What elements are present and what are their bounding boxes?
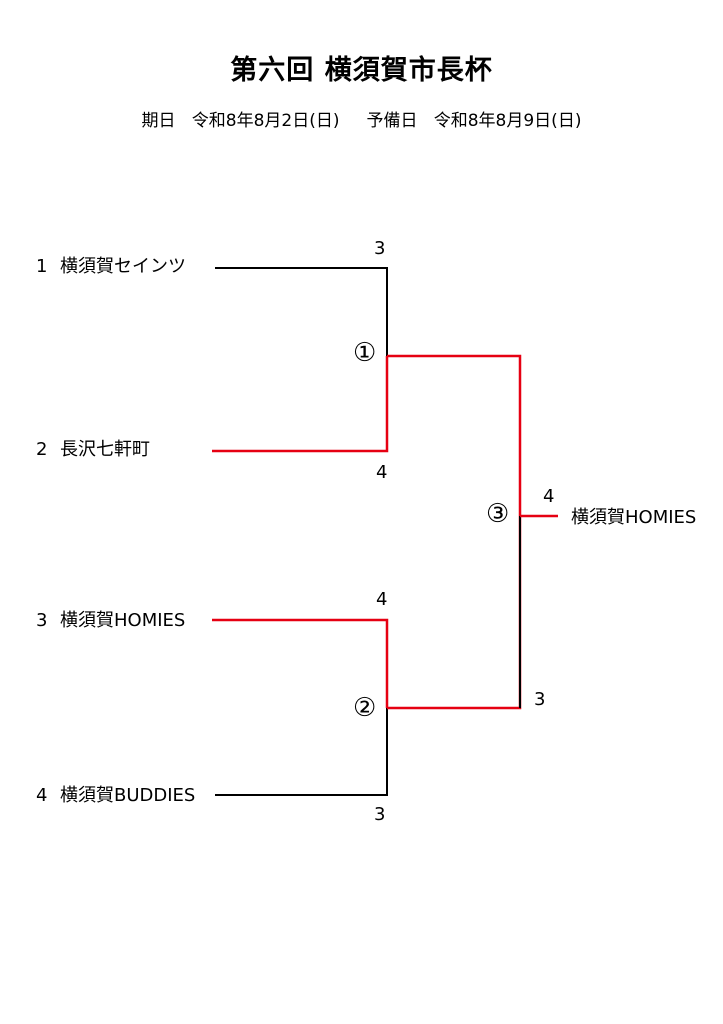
bracket-line-team2 [212, 356, 389, 453]
team-entry-3: 3 横須賀HOMIES [36, 610, 185, 632]
team-entry-4: 4 横須賀BUDDIES [36, 785, 195, 807]
team-seed: 1 [36, 256, 48, 277]
match1-top-score: 3 [374, 238, 386, 259]
team-seed: 2 [36, 439, 48, 460]
date-value: 令和8年8月2日(日) [191, 111, 340, 131]
page-title: 第六回 横須賀市長杯 [230, 55, 493, 86]
final-top-score: 4 [543, 486, 555, 507]
schedule-line: 期日 令和8年8月2日(日) 予備日 令和8年8月9日(日) [0, 106, 723, 131]
date-label: 期日 [141, 111, 176, 131]
reserve-date-label: 予備日 [366, 111, 418, 131]
bracket-line-team3 [212, 618, 389, 708]
bracket-line-team1 [215, 267, 388, 356]
team-entry-2: 2 長沢七軒町 [36, 439, 150, 461]
team-seed: 3 [36, 610, 48, 631]
team-name: 横須賀BUDDIES [60, 785, 196, 806]
match1-number: ① [353, 338, 377, 368]
final-bottom-score: 3 [534, 689, 546, 710]
champion-name: 横須賀HOMIES [571, 507, 697, 528]
match2-bottom-score: 3 [374, 804, 386, 825]
match2-top-score: 4 [376, 589, 388, 610]
team-name: 長沢七軒町 [60, 439, 150, 460]
match2-number: ② [353, 693, 377, 723]
team-entry-1: 1 横須賀セインツ [36, 256, 186, 278]
match1-bottom-score: 4 [376, 462, 388, 483]
bracket-line-team4 [215, 708, 388, 796]
team-seed: 4 [36, 785, 48, 806]
team-name: 横須賀HOMIES [60, 610, 186, 631]
team-name: 横須賀セインツ [60, 256, 186, 277]
bracket-line-match1-winner [387, 354, 522, 516]
bracket-line-match2-winner [387, 516, 522, 710]
reserve-date-value: 令和8年8月9日(日) [433, 111, 582, 131]
match3-number: ③ [486, 499, 510, 529]
